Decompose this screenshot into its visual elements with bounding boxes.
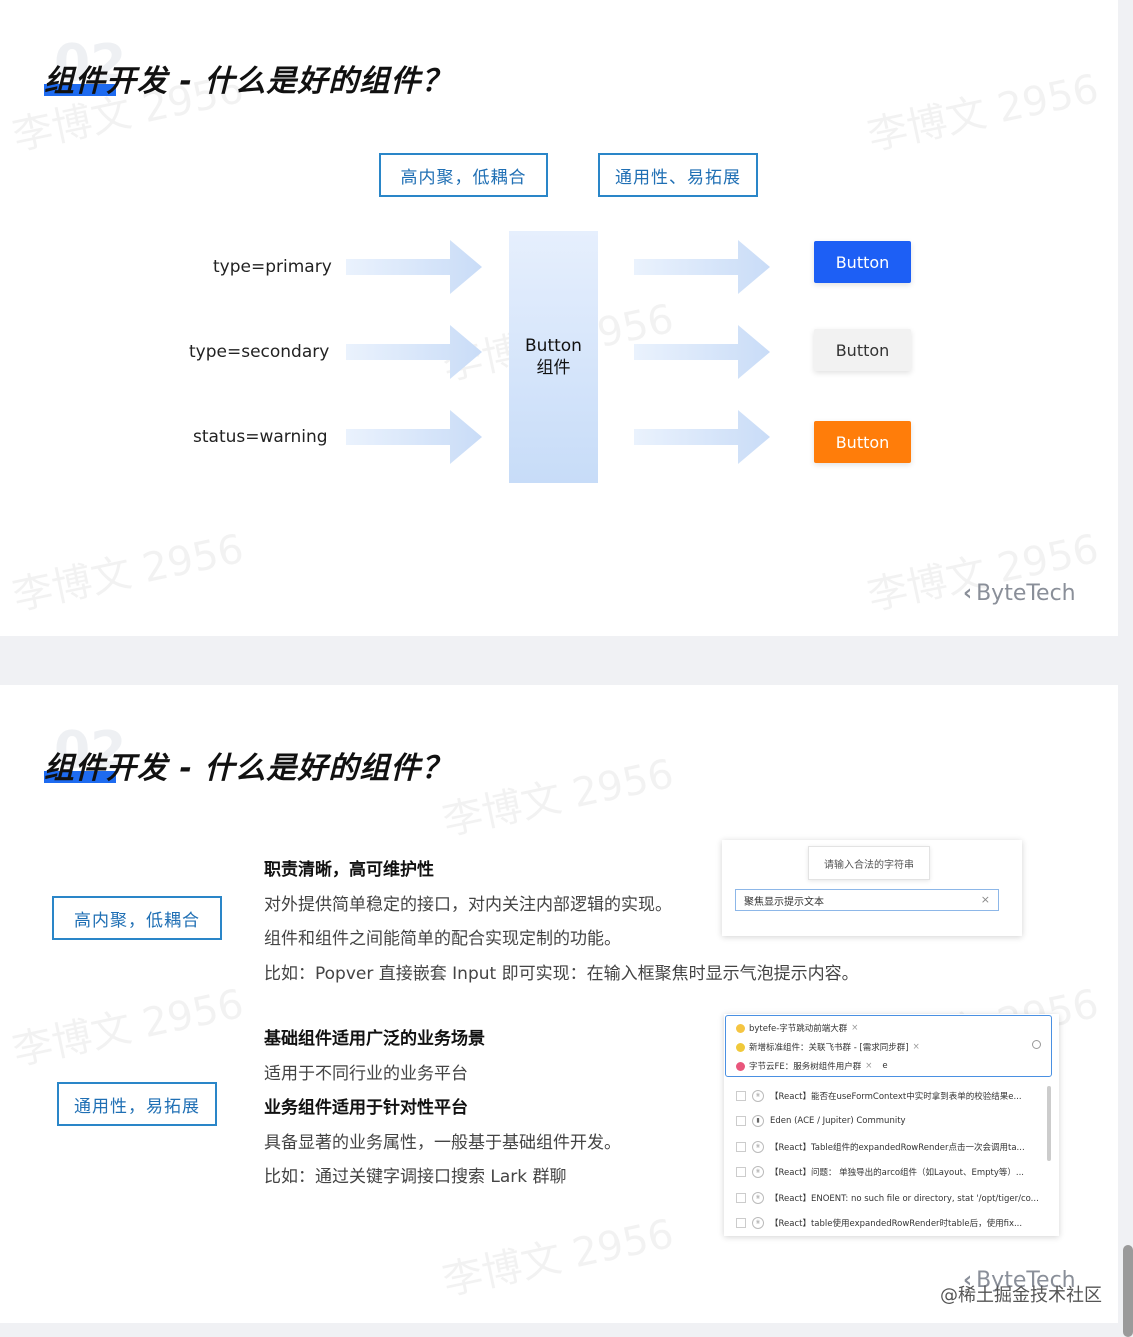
arrow-icon bbox=[346, 325, 482, 379]
arrow-icon bbox=[346, 410, 482, 464]
checkbox[interactable] bbox=[736, 1193, 746, 1203]
watermark: 李博文 2956 bbox=[438, 1211, 678, 1305]
slide-1: 李博文 2956 李博文 2956 李博文 2956 李博文 2956 李博文 … bbox=[0, 0, 1118, 636]
checkbox[interactable] bbox=[736, 1218, 746, 1228]
group-avatar-icon: ⚛ bbox=[752, 1217, 764, 1229]
page-scrollbar[interactable] bbox=[1123, 1245, 1133, 1337]
tag-label: bytefe-字节跳动前端大群 bbox=[749, 1024, 848, 1034]
demo-input-field[interactable]: 聚焦显示提示文本 × bbox=[735, 889, 999, 911]
arrow-icon bbox=[634, 325, 770, 379]
component-name: Button bbox=[525, 336, 582, 356]
list-item[interactable]: ⚛ 【React】能否在useFormContext中实时拿到表单的校验结果e..… bbox=[736, 1090, 1022, 1102]
prop-label-secondary: type=secondary bbox=[189, 342, 330, 362]
popover-tip: 请输入合法的字符串 bbox=[808, 846, 930, 880]
list-item[interactable]: ⚛ 【React】table使用expandedRowRender时table后，… bbox=[736, 1217, 1022, 1229]
search-demo-panel: bytefe-字节跳动前端大群× 新增标准组件：关联飞书群 - [需求同步群]×… bbox=[724, 1014, 1059, 1236]
results-scrollbar[interactable] bbox=[1047, 1086, 1051, 1161]
arrow-icon bbox=[634, 410, 770, 464]
tag-high-cohesion: 高内聚，低耦合 bbox=[379, 153, 548, 197]
bytetech-logo: ‹ByteTech bbox=[963, 581, 1076, 606]
primary-button-demo[interactable]: Button bbox=[814, 241, 911, 283]
tag-high-cohesion: 高内聚，低耦合 bbox=[52, 896, 222, 940]
list-item[interactable]: ⚛ 【React】问题： 单独导出的arco组件（如Layout、Empty等）.… bbox=[736, 1166, 1024, 1178]
watermark: 李博文 2956 bbox=[438, 751, 678, 845]
tag-remove-icon[interactable]: × bbox=[865, 1061, 873, 1071]
selected-tag: 字节云FE：服务树组件用户群× e bbox=[736, 1060, 888, 1072]
result-label: 【React】ENOENT: no such file or directory… bbox=[770, 1194, 1039, 1204]
section1-line: 对外提供简单稳定的接口，对内关注内部逻辑的实现。 bbox=[264, 895, 672, 915]
slide-title: 02 组件开发 - 什么是好的组件？ bbox=[44, 721, 453, 787]
group-avatar-icon: ⚛ bbox=[752, 1192, 764, 1204]
section2-heading: 基础组件适用广泛的业务场景 bbox=[264, 1029, 485, 1049]
group-avatar-icon bbox=[736, 1061, 745, 1071]
checkbox[interactable] bbox=[736, 1167, 746, 1177]
search-icon[interactable] bbox=[1032, 1040, 1041, 1049]
tag-label: 字节云FE：服务树组件用户群 bbox=[749, 1062, 862, 1072]
section2-line: 适用于不同行业的业务平台 bbox=[264, 1064, 468, 1084]
bytetech-chevron-icon: ‹ bbox=[963, 581, 973, 606]
button-component-box: Button 组件 bbox=[509, 231, 598, 483]
slide-title: 02 组件开发 - 什么是好的组件？ bbox=[44, 34, 453, 100]
secondary-button-demo[interactable]: Button bbox=[814, 329, 911, 371]
selected-tag: 新增标准组件：关联飞书群 - [需求同步群]× bbox=[736, 1041, 920, 1053]
title-accent-bar bbox=[44, 771, 116, 783]
search-query: e bbox=[882, 1061, 888, 1071]
section1-line: 组件和组件之间能简单的配合实现定制的功能。 bbox=[264, 929, 621, 949]
tag-reusable: 通用性、易拓展 bbox=[598, 153, 758, 197]
title-text: 组件开发 - 什么是好的组件？ bbox=[44, 751, 453, 786]
section2-line: 比如：通过关键字调接口搜索 Lark 群聊 bbox=[264, 1167, 567, 1187]
group-avatar-icon: ▮ bbox=[752, 1115, 764, 1127]
arrow-icon bbox=[634, 240, 770, 294]
bytetech-label: ByteTech bbox=[976, 581, 1076, 606]
section1-heading: 职责清晰，高可维护性 bbox=[264, 860, 434, 880]
source-credit: @稀土掘金技术社区 bbox=[940, 1285, 1102, 1306]
warning-button-demo[interactable]: Button bbox=[814, 421, 911, 463]
watermark: 李博文 2956 bbox=[8, 981, 248, 1075]
group-avatar-icon: ⚛ bbox=[752, 1141, 764, 1153]
tag-reusable: 通用性，易拓展 bbox=[57, 1082, 217, 1126]
result-label: 【React】table使用expandedRowRender时table后，使… bbox=[770, 1219, 1023, 1229]
result-label: 【React】问题： 单独导出的arco组件（如Layout、Empty等）..… bbox=[770, 1168, 1024, 1178]
section2-heading: 业务组件适用于针对性平台 bbox=[264, 1098, 468, 1118]
clear-icon[interactable]: × bbox=[980, 893, 990, 906]
popover-demo-panel: 请输入合法的字符串 聚焦显示提示文本 × bbox=[722, 840, 1022, 936]
tag-remove-icon[interactable]: × bbox=[851, 1023, 859, 1033]
bytetech-logo: ‹ByteTech bbox=[963, 1268, 1076, 1293]
prop-label-primary: type=primary bbox=[213, 257, 332, 277]
arrow-icon bbox=[346, 240, 482, 294]
prop-label-warning: status=warning bbox=[193, 427, 328, 447]
component-subtitle: 组件 bbox=[536, 358, 571, 378]
bytetech-chevron-icon: ‹ bbox=[963, 1268, 973, 1293]
group-avatar-icon: ⚛ bbox=[752, 1090, 764, 1102]
watermark: 李博文 2956 bbox=[863, 66, 1103, 160]
title-accent-bar bbox=[44, 84, 116, 96]
demo-input-value: 聚焦显示提示文本 bbox=[744, 896, 824, 908]
checkbox[interactable] bbox=[736, 1091, 746, 1101]
tag-label: 新增标准组件：关联飞书群 - [需求同步群] bbox=[749, 1043, 909, 1053]
bytetech-label: ByteTech bbox=[976, 1268, 1076, 1293]
checkbox[interactable] bbox=[736, 1142, 746, 1152]
tag-remove-icon[interactable]: × bbox=[912, 1042, 920, 1052]
result-label: Eden (ACE / Jupiter) Community bbox=[770, 1116, 906, 1126]
result-label: 【React】能否在useFormContext中实时拿到表单的校验结果e... bbox=[770, 1092, 1022, 1102]
group-avatar-icon bbox=[736, 1042, 745, 1052]
tag-select-box[interactable]: bytefe-字节跳动前端大群× 新增标准组件：关联飞书群 - [需求同步群]×… bbox=[725, 1015, 1052, 1077]
selected-tag: bytefe-字节跳动前端大群× bbox=[736, 1022, 858, 1034]
section2-line: 具备显著的业务属性，一般基于基础组件开发。 bbox=[264, 1133, 621, 1153]
watermark: 李博文 2956 bbox=[8, 526, 248, 620]
group-avatar-icon: ⚛ bbox=[752, 1166, 764, 1178]
result-label: 【React】Table组件的expandedRowRender点击一次会调用t… bbox=[770, 1143, 1025, 1153]
title-text: 组件开发 - 什么是好的组件？ bbox=[44, 64, 453, 99]
group-avatar-icon bbox=[736, 1023, 745, 1033]
list-item[interactable]: ▮ Eden (ACE / Jupiter) Community bbox=[736, 1115, 906, 1127]
slide-2: 李博文 2956 李博文 2956 李博文 2956 李博文 2956 02 组… bbox=[0, 685, 1118, 1323]
list-item[interactable]: ⚛ 【React】ENOENT: no such file or director… bbox=[736, 1192, 1039, 1204]
checkbox[interactable] bbox=[736, 1116, 746, 1126]
section1-line: 比如：Popver 直接嵌套 Input 即可实现：在输入框聚焦时显示气泡提示内… bbox=[264, 964, 859, 984]
list-item[interactable]: ⚛ 【React】Table组件的expandedRowRender点击一次会调用… bbox=[736, 1141, 1025, 1153]
